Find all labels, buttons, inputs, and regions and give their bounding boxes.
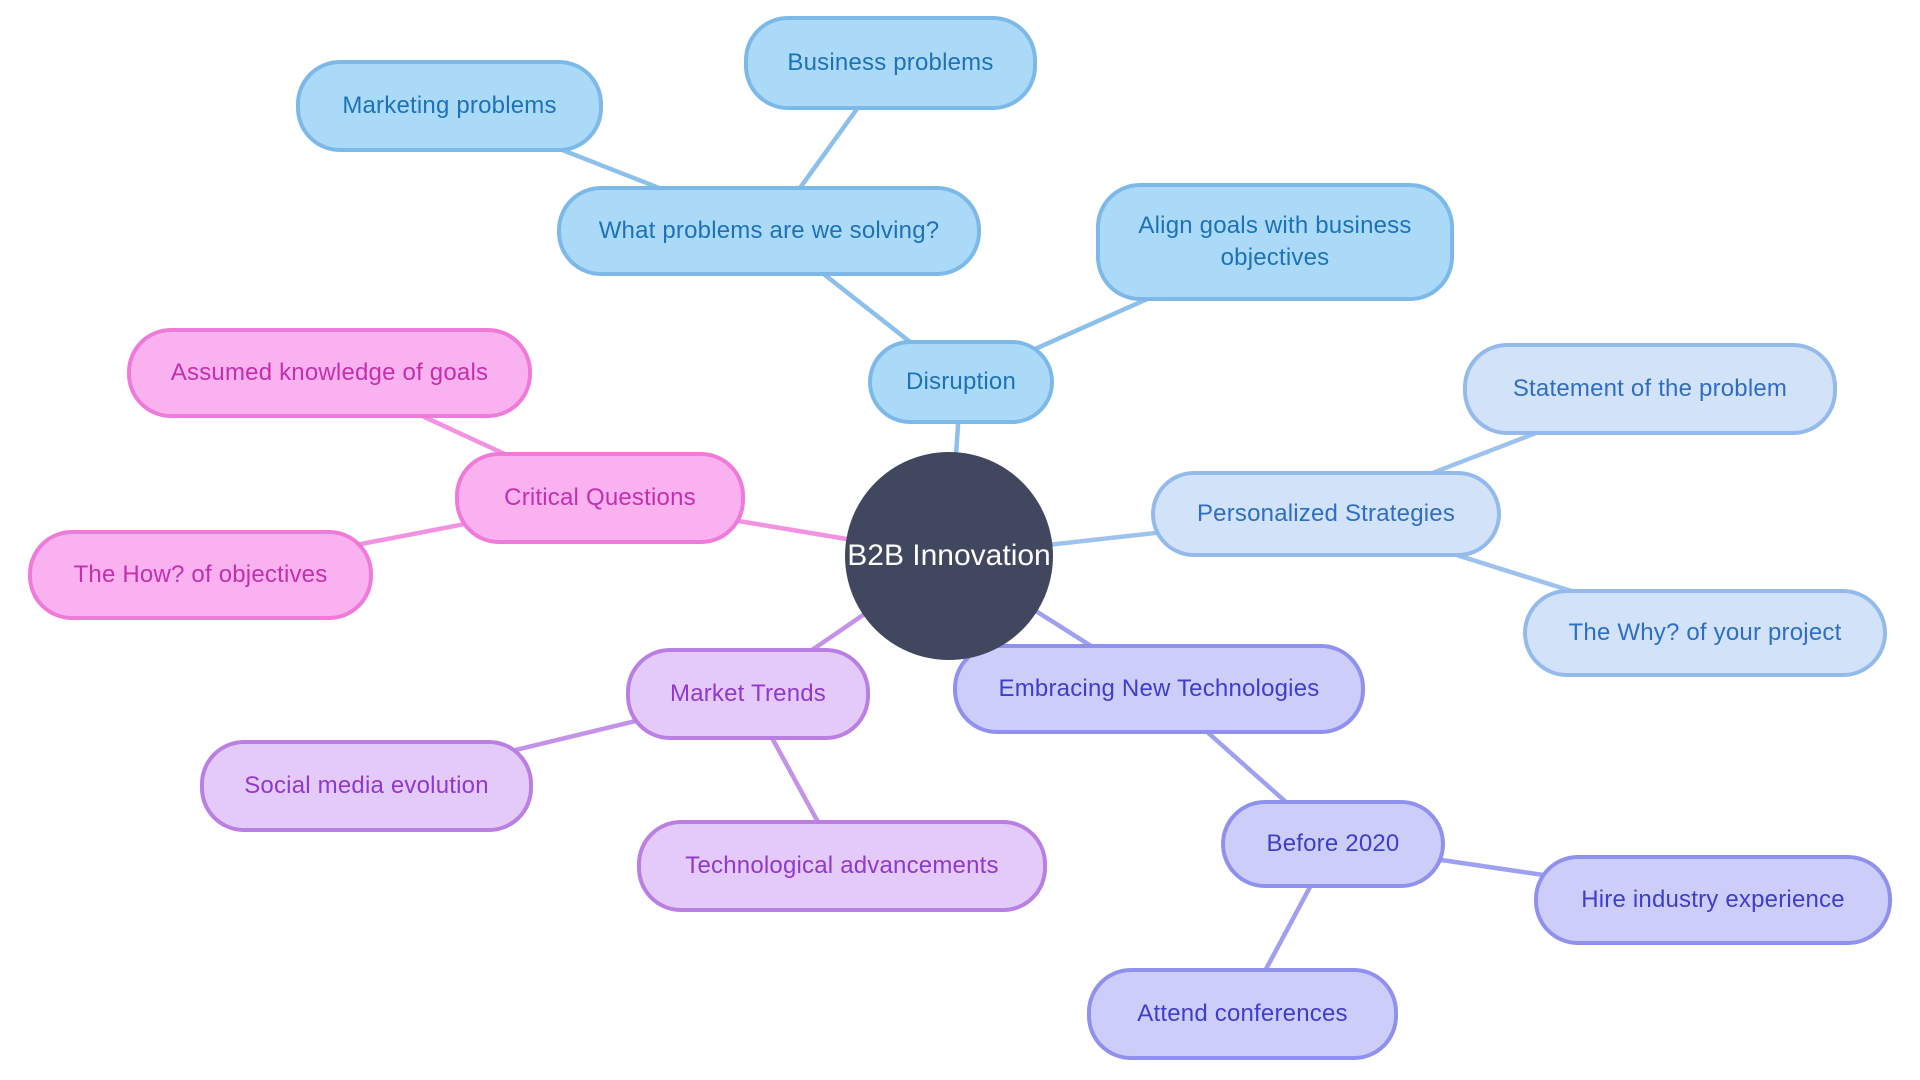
node-how-objectives[interactable]: The How? of objectives: [28, 530, 373, 620]
node-business-problems[interactable]: Business problems: [744, 16, 1037, 110]
node-label: The How? of objectives: [73, 561, 328, 588]
node-label: The Why? of your project: [1568, 619, 1842, 646]
node-label: Before 2020: [1266, 830, 1400, 857]
node-label: Personalized Strategies: [1196, 500, 1456, 527]
node-why-project[interactable]: The Why? of your project: [1523, 589, 1887, 677]
node-market-trends[interactable]: Market Trends: [626, 648, 870, 740]
node-label: Align goals with business objectives: [1138, 211, 1412, 271]
center-node[interactable]: B2B Innovation: [845, 452, 1053, 660]
node-label: Market Trends: [670, 680, 826, 707]
node-label: Critical Questions: [504, 484, 696, 511]
node-technological-advancements[interactable]: Technological advancements: [637, 820, 1047, 912]
node-attend-conferences[interactable]: Attend conferences: [1087, 968, 1398, 1060]
node-label: Assumed knowledge of goals: [170, 359, 489, 386]
node-embracing-new-technologies[interactable]: Embracing New Technologies: [953, 644, 1365, 734]
node-social-media-evolution[interactable]: Social media evolution: [200, 740, 533, 832]
node-label: Embracing New Technologies: [998, 675, 1320, 702]
node-hire-industry-experience[interactable]: Hire industry experience: [1534, 855, 1892, 945]
node-label: Attend conferences: [1137, 1000, 1348, 1027]
node-align-goals[interactable]: Align goals with business objectives: [1096, 183, 1454, 301]
node-personalized-strategies[interactable]: Personalized Strategies: [1151, 471, 1501, 557]
node-statement-problem[interactable]: Statement of the problem: [1463, 343, 1837, 435]
node-label: Marketing problems: [342, 92, 557, 119]
node-label: Social media evolution: [244, 772, 489, 799]
node-marketing-problems[interactable]: Marketing problems: [296, 60, 603, 152]
node-label: Statement of the problem: [1512, 375, 1788, 402]
node-label: Business problems: [787, 49, 994, 76]
node-label: Disruption: [905, 368, 1017, 395]
node-label: Technological advancements: [685, 852, 999, 879]
node-what-problems[interactable]: What problems are we solving?: [557, 186, 981, 276]
node-before-2020[interactable]: Before 2020: [1221, 800, 1445, 888]
node-disruption[interactable]: Disruption: [868, 340, 1054, 424]
center-node-label: B2B Innovation: [847, 539, 1051, 572]
node-critical-questions[interactable]: Critical Questions: [455, 452, 745, 544]
node-assumed-knowledge[interactable]: Assumed knowledge of goals: [127, 328, 532, 418]
node-label: Hire industry experience: [1581, 886, 1845, 913]
node-label: What problems are we solving?: [598, 217, 940, 244]
